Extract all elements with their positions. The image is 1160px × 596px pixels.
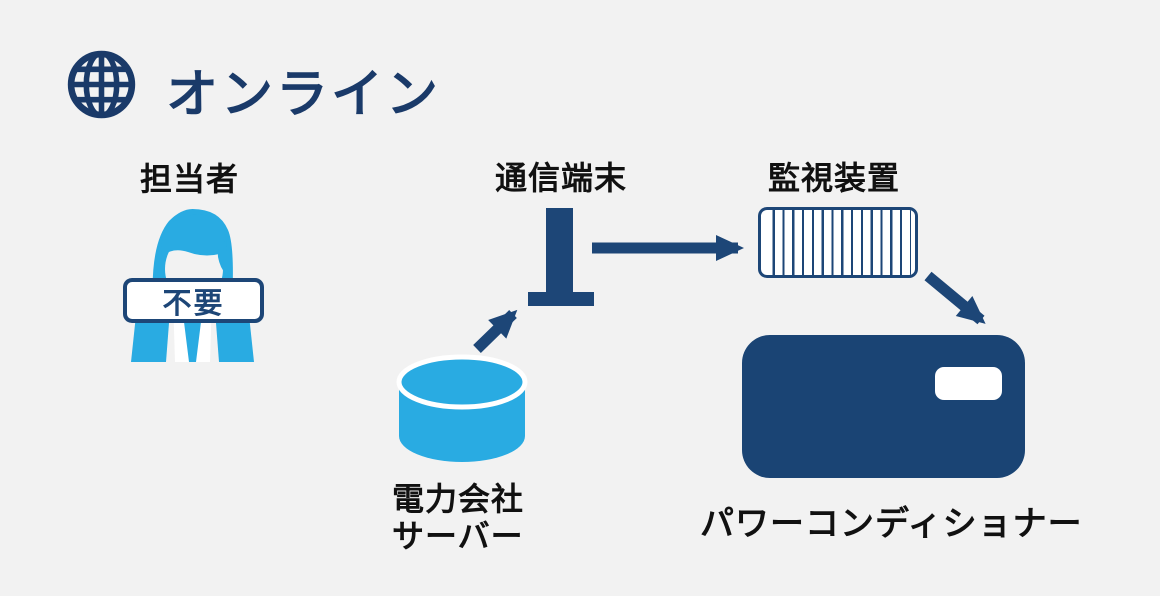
power-conditioner-icon — [742, 335, 1025, 478]
database-icon — [392, 352, 532, 468]
arrow-monitor-to-power-conditioner — [924, 271, 986, 325]
server-label-line2: サーバー — [392, 518, 524, 554]
terminal-label: 通信端末 — [495, 160, 628, 196]
terminal-icon — [546, 208, 573, 294]
globe-icon — [63, 46, 140, 123]
requirement-badge: 不要 — [123, 278, 264, 323]
server-label: 電力会社 サーバー — [392, 481, 524, 555]
power-conditioner-label: パワーコンディショナー — [700, 505, 1083, 543]
monitor-icon — [758, 207, 918, 278]
page-title: オンライン — [166, 66, 442, 124]
terminal-icon-base — [528, 292, 594, 306]
monitor-stripes — [765, 210, 911, 275]
server-label-line1: 電力会社 — [392, 481, 525, 517]
monitor-label: 監視装置 — [768, 160, 901, 196]
person-label: 担当者 — [140, 161, 240, 197]
arrow-server-to-terminal — [473, 309, 518, 353]
power-conditioner-display — [935, 367, 1002, 400]
